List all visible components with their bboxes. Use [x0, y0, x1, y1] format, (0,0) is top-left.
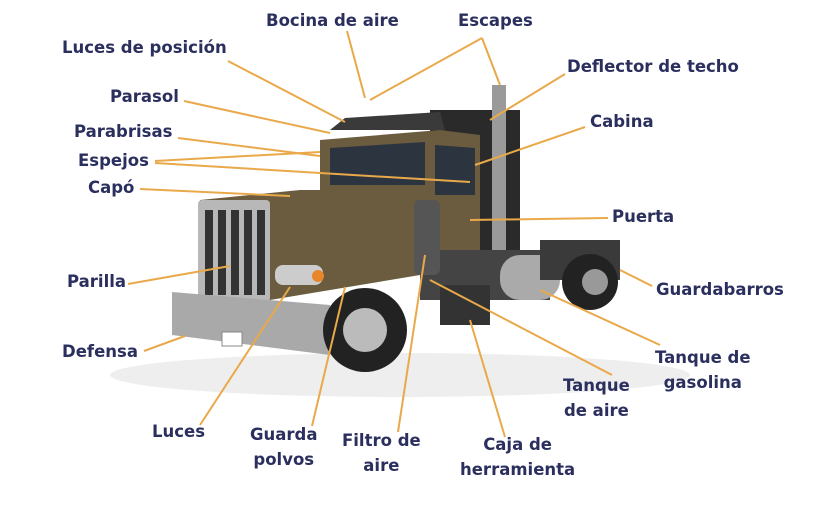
label-line: de aire	[563, 401, 629, 420]
label-deflector-de-techo: Deflector de techo	[567, 57, 739, 76]
label-line: gasolina	[663, 373, 742, 392]
label-line: Caja de	[483, 435, 552, 454]
label-line: Filtro de	[342, 431, 421, 450]
label-line: polvos	[253, 450, 315, 469]
label-capo: Capó	[88, 178, 135, 197]
label-filtro-de-aire: Filtro de aire	[342, 428, 421, 478]
label-parasol: Parasol	[110, 87, 179, 106]
label-espejos: Espejos	[78, 151, 149, 170]
cab-roof	[330, 112, 445, 130]
label-line: Tanque	[563, 376, 630, 395]
leader-lines	[127, 30, 661, 438]
label-bocina-de-aire: Bocina de aire	[266, 11, 399, 30]
label-tanque-de-aire: Tanque de aire	[563, 373, 630, 423]
label-guardabarros: Guardabarros	[656, 280, 784, 299]
label-guarda-polvos: Guarda polvos	[250, 422, 318, 472]
label-luces: Luces	[152, 422, 206, 441]
license-plate	[221, 331, 243, 347]
grille-bars	[205, 210, 265, 295]
headlight	[275, 265, 323, 285]
label-puerta: Puerta	[612, 207, 675, 226]
tool-box	[440, 285, 490, 325]
air-filter	[414, 200, 440, 275]
label-cabina: Cabina	[590, 112, 654, 131]
bumper	[172, 292, 330, 355]
rear-wheel-hub	[582, 269, 608, 295]
exhaust-stack	[492, 85, 506, 255]
label-line: herramienta	[460, 460, 576, 479]
label-parabrisas: Parabrisas	[74, 122, 173, 141]
label-parilla: Parilla	[67, 272, 127, 291]
label-luces-de-posicion: Luces de posición	[62, 38, 227, 57]
label-line: Tanque de	[655, 348, 751, 367]
label-escapes: Escapes	[458, 11, 533, 30]
label-caja-de-herramienta: Caja de herramienta	[460, 432, 575, 482]
front-wheel-hub	[343, 308, 387, 352]
turn-signal-light	[312, 270, 324, 282]
label-tanque-de-gasolina: Tanque de gasolina	[655, 345, 751, 395]
label-line: aire	[363, 456, 400, 475]
side-window	[435, 145, 475, 195]
ground-shadow	[110, 353, 690, 397]
label-defensa: Defensa	[62, 342, 138, 361]
label-line: Guarda	[250, 425, 318, 444]
